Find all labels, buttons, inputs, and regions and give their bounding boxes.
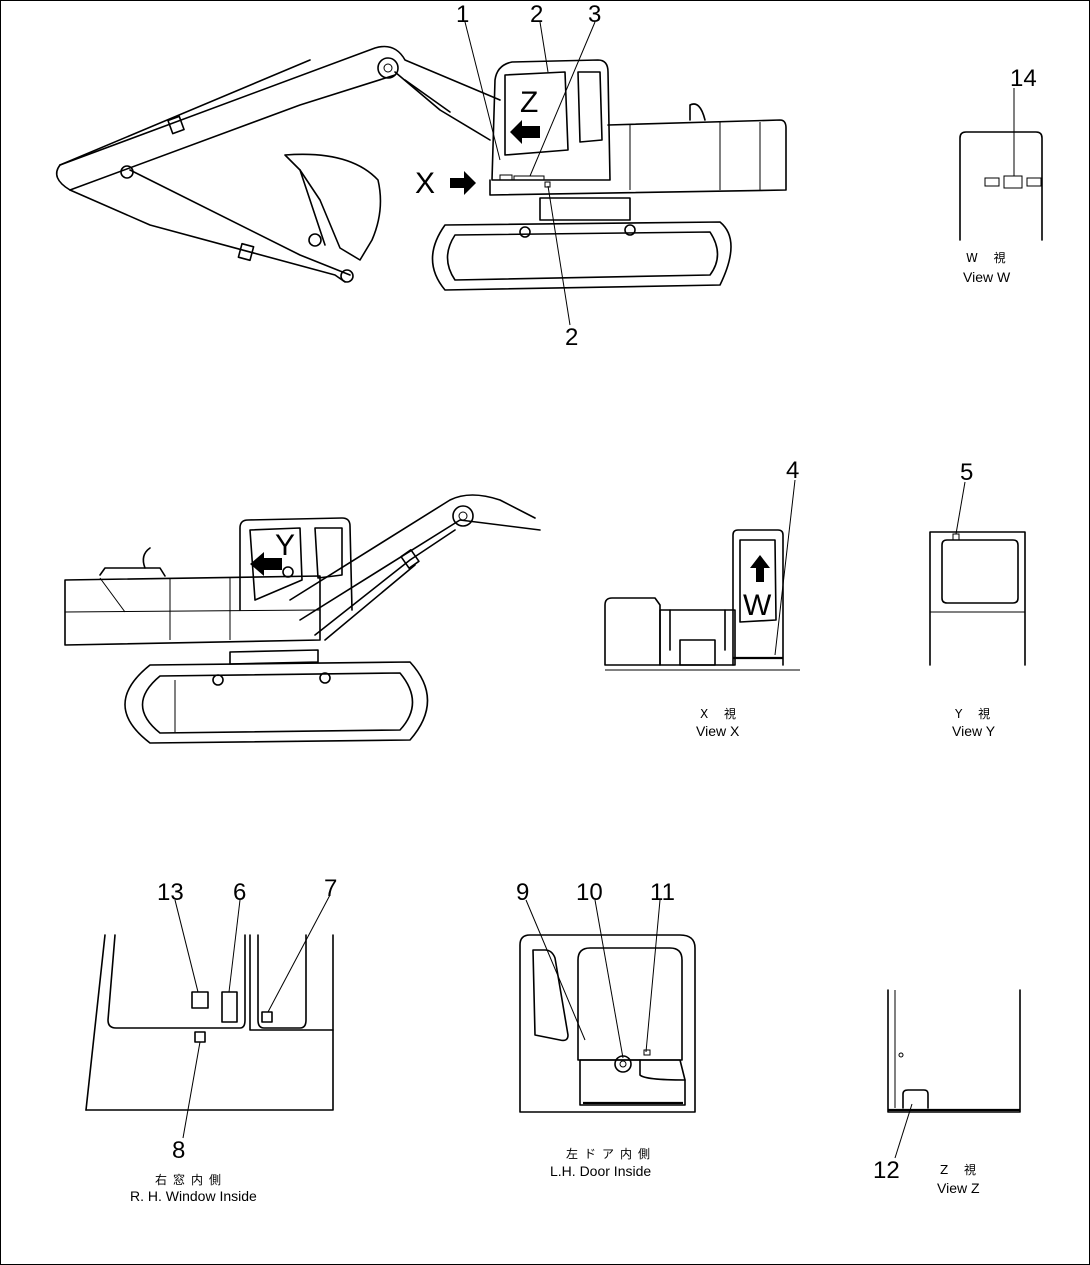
view-y-caption-en: View Y (952, 723, 996, 739)
callout-1: 1 (456, 1, 469, 28)
callout-12: 12 (873, 1157, 900, 1184)
view-z: 12 Z 視 View Z (873, 990, 1020, 1196)
view-y-caption-jp: Y 視 (954, 706, 996, 721)
rh-window-inside: 13 6 7 8 右窓内側 R. H. Window Inside (86, 875, 337, 1204)
view-z-caption-en: View Z (937, 1180, 980, 1196)
view-y-marker: Y (275, 529, 295, 562)
callout-13: 13 (157, 879, 184, 906)
view-x-caption-en: View X (696, 723, 740, 739)
view-w-marker: W (743, 589, 772, 622)
rh-window-caption-jp: 右窓内側 (155, 1172, 227, 1187)
solid-arrow-icon (510, 120, 540, 144)
view-x-caption-jp: X 視 (700, 706, 742, 721)
callout-9: 9 (516, 879, 529, 906)
view-z-marker: Z (520, 86, 538, 119)
view-z-caption-jp: Z 視 (940, 1162, 982, 1177)
excavator-right-side-view: Y (65, 495, 540, 743)
callout-6: 6 (233, 879, 246, 906)
solid-arrow-icon (750, 555, 770, 582)
lh-door-caption-jp: 左ドア内側 (566, 1146, 656, 1161)
view-w-caption-jp: W 視 (966, 250, 1012, 265)
callout-7: 7 (324, 875, 337, 902)
view-x-marker: X (415, 167, 435, 200)
solid-arrow-icon (450, 171, 476, 195)
callout-14: 14 (1010, 65, 1037, 92)
callout-8: 8 (172, 1137, 185, 1164)
view-w-caption-en: View W (963, 269, 1011, 285)
view-w: 14 W 視 View W (960, 65, 1042, 285)
view-x: W 4 X 視 View X (605, 457, 800, 739)
callout-3: 3 (588, 1, 601, 28)
callout-5: 5 (960, 459, 973, 486)
lh-door-inside: 9 10 11 左ドア内側 L.H. Door Inside (516, 879, 695, 1179)
rh-window-caption-en: R. H. Window Inside (130, 1188, 257, 1204)
callout-2: 2 (530, 1, 543, 28)
excavator-left-side-view: Z X 1 2 3 2 (57, 1, 786, 351)
callout-10: 10 (576, 879, 603, 906)
callout-2-lower: 2 (565, 324, 578, 351)
solid-arrow-icon (250, 552, 282, 576)
callout-4: 4 (786, 457, 799, 484)
lh-door-caption-en: L.H. Door Inside (550, 1163, 651, 1179)
view-y: 5 Y 視 View Y (930, 459, 1025, 739)
callout-11: 11 (650, 879, 675, 906)
